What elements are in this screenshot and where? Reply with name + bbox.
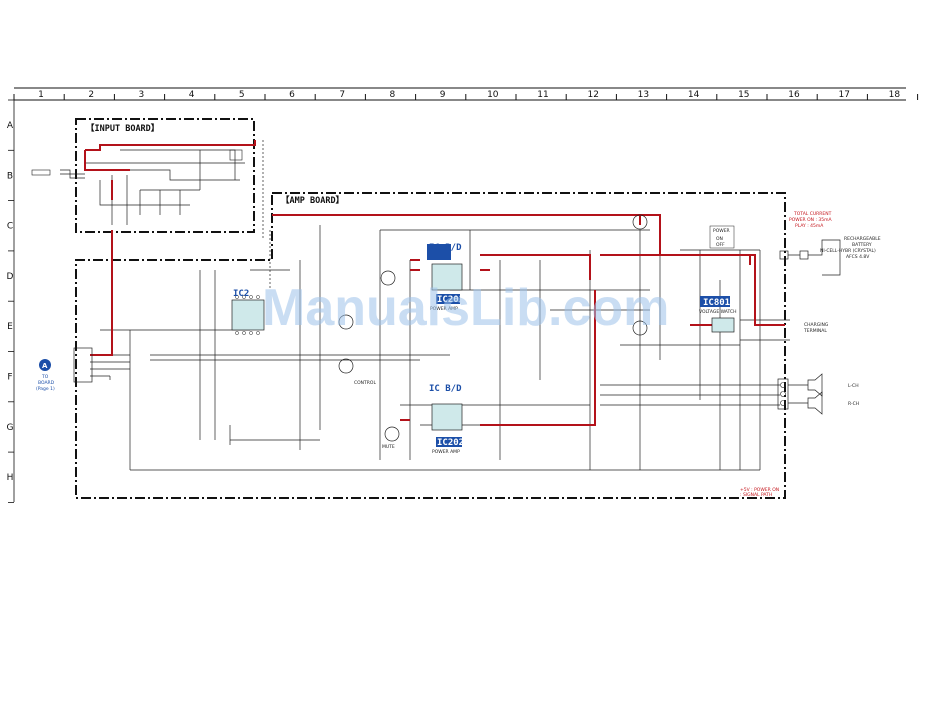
footer-notes: +5V : POWER ON : SIGNAL PATH (740, 487, 779, 498)
ic-pin (235, 331, 239, 335)
amp-board: 【AMP BOARD】 (75, 192, 786, 499)
grid-column-label: 6 (289, 90, 295, 100)
ic-pin (242, 295, 246, 299)
ic-left (231, 295, 265, 335)
watermark: ManualsLib.com (262, 279, 669, 337)
grid-column-label: 4 (189, 90, 195, 100)
grid-column-label: 15 (738, 90, 749, 100)
ic-pin (235, 295, 239, 299)
ic-pin (256, 295, 260, 299)
control-label: CONTROL (354, 380, 376, 386)
grid-row-label: A (7, 121, 14, 131)
ic202-sub: POWER AMP (432, 449, 460, 455)
grid-column-label: 11 (537, 90, 548, 100)
footer-note-2: : SIGNAL PATH (740, 492, 772, 498)
battery-line4: AFCS 4.8V (846, 254, 870, 260)
ic-pin (249, 295, 253, 299)
battery-line1: RECHARGEABLE (844, 236, 881, 242)
ic201-bd-label: IC B/D (429, 243, 462, 253)
transistors: CONTROL MUTE (338, 214, 648, 450)
grid-column-label: 14 (688, 90, 700, 100)
ic201-sub: POWER AMP (430, 306, 458, 312)
connector-a-note-2: BOARD (38, 380, 55, 386)
signal-path (90, 214, 785, 426)
switch-power-label: POWER (713, 228, 730, 234)
switch-on-label: ON (716, 236, 723, 242)
charging-label-1: CHARGING (804, 322, 829, 328)
grid-column-label: 12 (587, 90, 598, 100)
grid-column-label: 3 (139, 90, 145, 100)
ic-left-label: IC2 (233, 289, 249, 299)
battery-line2: BATTERY (852, 242, 872, 248)
mute-label: MUTE (382, 444, 395, 450)
grid-column-label: 13 (638, 90, 649, 100)
total-current-play: PLAY : 45mA (795, 223, 824, 229)
ic801: IC801 VOLTAGE WATCH (699, 296, 737, 333)
grid-row-label: G (7, 423, 14, 433)
speaker-rch-label: R-CH (848, 401, 859, 407)
ic202-bd-label: IC B/D (429, 384, 462, 394)
ic201-label: IC201 (437, 295, 464, 305)
ic801-sub: VOLTAGE WATCH (699, 309, 737, 315)
connector-a: A TO BOARD (Page 1) (36, 347, 93, 392)
total-current-title: TOTAL CURRENT (793, 211, 832, 217)
grid-column-label: 7 (339, 90, 345, 100)
grid-column-label: 2 (88, 90, 94, 100)
grid-row-label: C (7, 222, 13, 232)
ic-pin (242, 331, 246, 335)
connector-a-note-3: (Page 1) (36, 386, 55, 392)
grid-row-label: E (7, 322, 13, 332)
amp-board-title: 【AMP BOARD】 (281, 195, 344, 206)
ic-pin (249, 331, 253, 335)
switch-off-label: OFF (716, 242, 725, 248)
grid-column-label: 5 (239, 90, 245, 100)
footer-note-1: +5V : POWER ON (740, 487, 779, 493)
input-board-title: 【INPUT BOARD】 (86, 123, 159, 134)
power-switch: POWER ON OFF (709, 225, 735, 249)
connector-a-letter: A (42, 362, 48, 370)
grid-row-label: H (7, 473, 14, 483)
charging-label-2: TERMINAL (803, 328, 827, 334)
grid-column-label: 10 (487, 90, 499, 100)
ic801-label: IC801 (703, 298, 730, 308)
total-current-power: POWER ON : 35mA (789, 217, 833, 223)
grid-row-label: D (7, 272, 14, 282)
input-board: 【INPUT BOARD】 (31, 118, 256, 233)
grid-column-label: 17 (838, 90, 849, 100)
grid-column-label: 8 (390, 90, 396, 100)
ic-left-label-text: IC2 (233, 289, 249, 299)
ic202-label: IC202 (437, 438, 464, 448)
power-info: TOTAL CURRENT POWER ON : 35mA PLAY : 45m… (779, 211, 881, 334)
grid-rows: A B C D E F G H (7, 99, 15, 503)
speaker-outputs: L-CH R-CH (777, 373, 859, 415)
ic202: IC B/D IC202 POWER AMP (427, 382, 467, 455)
connector-a-note-1: TO (41, 374, 49, 380)
grid-column-label: 9 (440, 90, 446, 100)
battery-line3: NI-CELL-HYBR (CRYSTAL) (820, 248, 876, 254)
grid-column-label: 16 (788, 90, 800, 100)
grid-column-label: 1 (38, 90, 44, 100)
ic201: IC B/D IC201 POWER AMP (427, 243, 464, 312)
grid-column-label: 18 (889, 90, 901, 100)
speaker-lch-label: L-CH (848, 383, 859, 389)
grid-row-label: B (7, 171, 13, 181)
ic-pin (256, 331, 260, 335)
grid-row-label: F (7, 373, 12, 383)
